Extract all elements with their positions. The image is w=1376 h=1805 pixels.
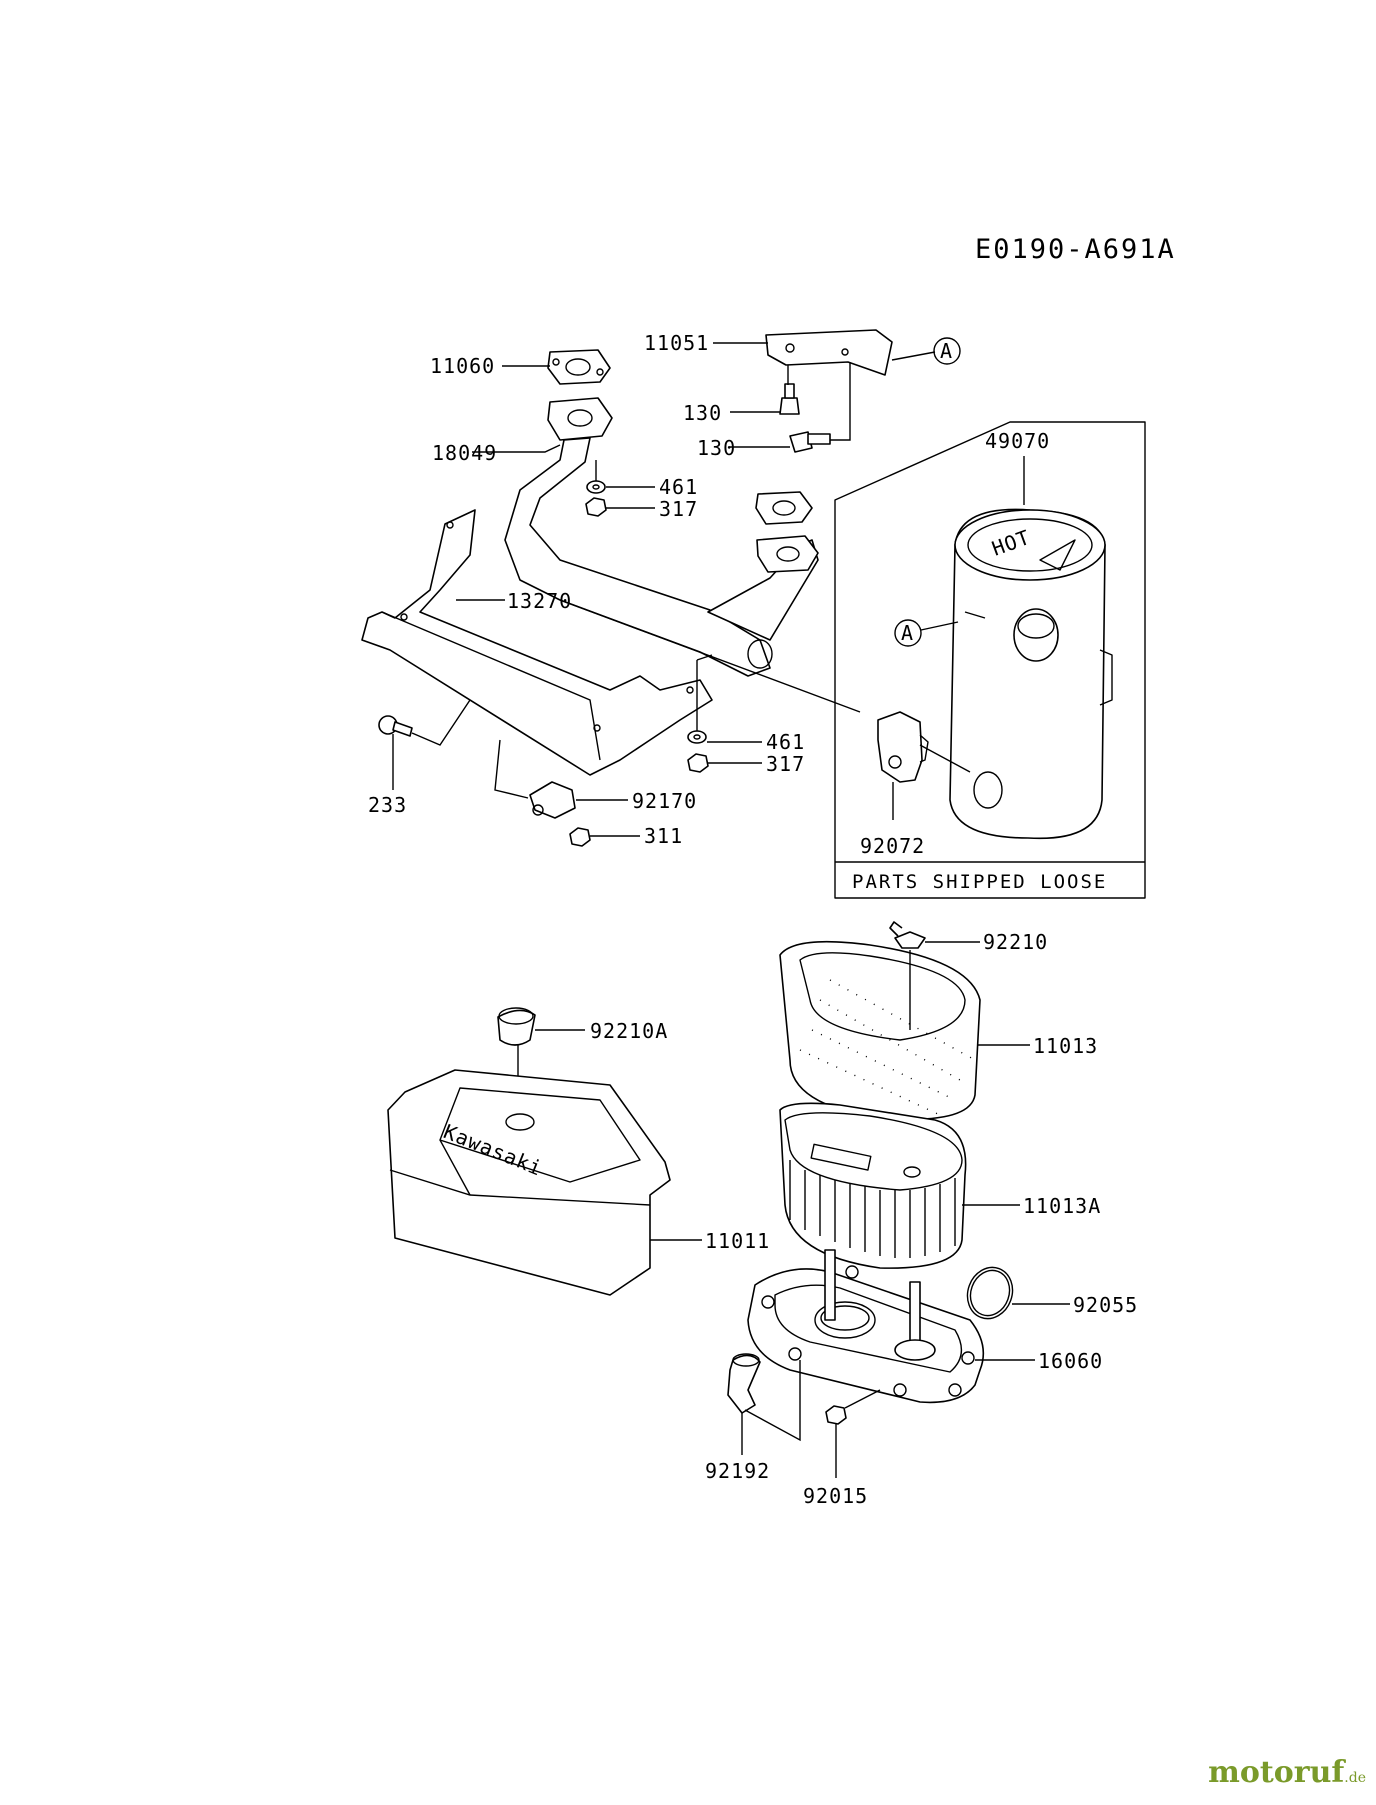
- label-130-a: 130: [683, 401, 722, 425]
- air-filter-11013A: [779, 1102, 967, 1269]
- label-92170: 92170: [632, 789, 697, 813]
- bracket-11051: [765, 329, 893, 376]
- watermark-name: motoruf: [1208, 1755, 1345, 1790]
- label-92072: 92072: [860, 834, 925, 858]
- label-311: 311: [644, 824, 683, 848]
- knob-92210A: [497, 1007, 536, 1046]
- label-233: 233: [368, 793, 407, 817]
- outlet-gasket: [755, 491, 813, 525]
- label-92210A: 92210A: [590, 1019, 668, 1043]
- callout-a-top: A: [933, 337, 961, 365]
- label-49070: 49070: [985, 429, 1050, 453]
- label-130-b: 130: [697, 436, 736, 460]
- label-16060: 16060: [1038, 1349, 1103, 1373]
- clamp-92072: [877, 711, 929, 783]
- label-317-b: 317: [766, 752, 805, 776]
- diagram-code: E0190-A691A: [975, 234, 1176, 265]
- label-18049: 18049: [432, 441, 497, 465]
- label-461-b: 461: [766, 730, 805, 754]
- nut-317-a: [585, 497, 607, 517]
- cover-11011: Kawasaki: [387, 1069, 671, 1296]
- label-92210: 92210: [983, 930, 1048, 954]
- label-92015: 92015: [803, 1484, 868, 1508]
- muffler-49070: HOT: [949, 508, 1113, 840]
- label-11011: 11011: [705, 1229, 770, 1253]
- label-11060: 11060: [430, 354, 495, 378]
- o-ring-92055: [966, 1266, 1014, 1320]
- label-11013A: 11013A: [1023, 1194, 1101, 1218]
- label-11051: 11051: [644, 331, 709, 355]
- washer-461-a: [586, 480, 606, 494]
- elbow-92192: [727, 1353, 761, 1414]
- label-92055: 92055: [1073, 1293, 1138, 1317]
- washer-461-b: [687, 730, 707, 744]
- box-caption: PARTS SHIPPED LOOSE: [852, 871, 1107, 893]
- base-16060: [747, 1249, 985, 1404]
- bolt-130-b: [789, 431, 831, 453]
- exhaust-pipe-18049: [504, 397, 819, 677]
- heat-shield-13270: [361, 509, 713, 776]
- watermark-logo: motoruf.de: [1208, 1755, 1366, 1790]
- pre-cleaner-11013: [779, 940, 981, 1121]
- label-13270: 13270: [507, 589, 572, 613]
- label-317-a: 317: [659, 497, 698, 521]
- nut-317-b: [687, 753, 709, 773]
- svg-text:A: A: [901, 621, 914, 645]
- nut-311: [569, 827, 591, 847]
- gasket-11060: [547, 349, 611, 385]
- label-11013: 11013: [1033, 1034, 1098, 1058]
- bolt-233: [378, 715, 413, 737]
- svg-text:A: A: [940, 339, 953, 363]
- parts-shipped-loose-box: PARTS SHIPPED LOOSE: [834, 421, 1146, 899]
- watermark-suffix: .de: [1344, 1770, 1366, 1786]
- wing-nut-92210: [889, 921, 926, 949]
- nut-92015: [825, 1405, 847, 1425]
- bolt-130-a: [779, 383, 800, 415]
- clamp-92170: [529, 781, 576, 819]
- callout-a-muffler: A: [894, 619, 922, 647]
- label-461-a: 461: [659, 475, 698, 499]
- label-92192: 92192: [705, 1459, 770, 1483]
